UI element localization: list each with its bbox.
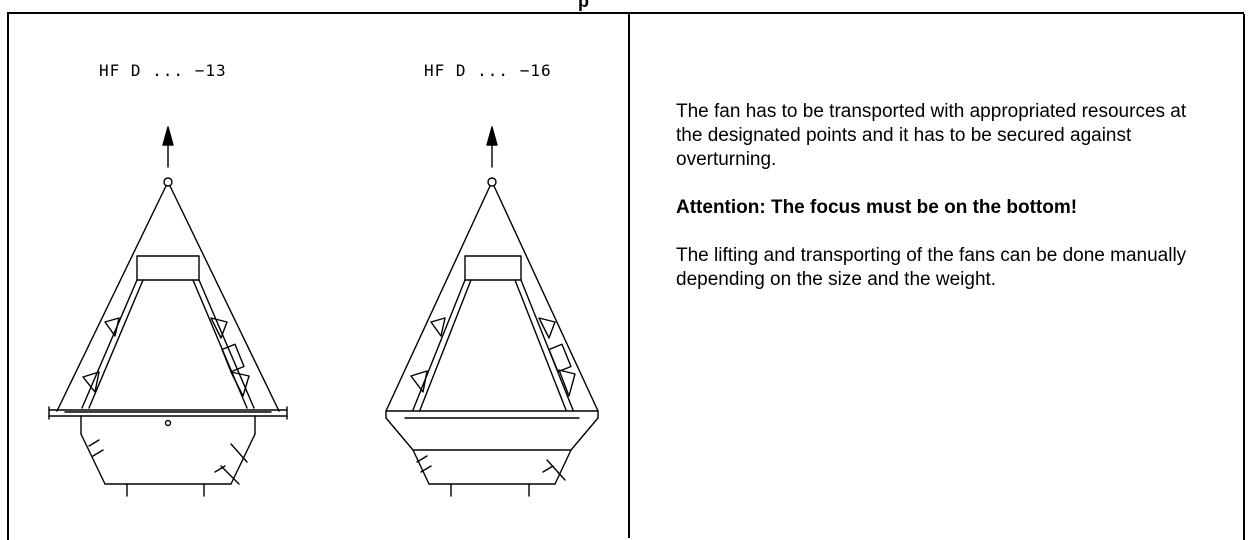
fan-cone — [412, 255, 574, 411]
lower-housing — [80, 415, 256, 497]
sling-left — [56, 185, 167, 412]
attention-note: Attention: The focus must be on the bott… — [676, 197, 1078, 218]
drawing-cell: HF D ... −13 HF D ... −16 — [9, 14, 635, 537]
column-divider — [628, 12, 630, 538]
transport-paragraph: The fan has to be transported with appro… — [676, 101, 1187, 170]
sling-right — [169, 185, 280, 412]
mounting-brackets — [410, 317, 576, 397]
instruction-table — [7, 12, 1245, 540]
model-label-13: HF D ... −13 — [99, 61, 227, 80]
base-plate — [48, 406, 288, 420]
lifting-eye — [487, 177, 497, 187]
fan-drawing-16 — [385, 126, 599, 497]
page-header-fragment: p — [0, 0, 1251, 12]
lift-arrow-icon — [162, 126, 174, 168]
lower-housing — [412, 449, 572, 497]
fan-cone — [81, 255, 255, 409]
lift-arrow-icon — [486, 126, 498, 168]
model-label-16: HF D ... −16 — [424, 61, 552, 80]
header-text-fragment: p — [578, 0, 589, 11]
sling-right — [493, 185, 599, 412]
lifting-paragraph: The lifting and transporting of the fans… — [676, 245, 1187, 290]
fan-drawing-13 — [48, 126, 288, 497]
lifting-eye — [163, 177, 173, 187]
base-plate — [385, 410, 599, 451]
instructions-text: The fan has to be transported with appro… — [676, 100, 1196, 316]
fan-drawings — [48, 126, 599, 497]
sling-left — [385, 185, 491, 412]
mounting-brackets — [82, 317, 250, 397]
